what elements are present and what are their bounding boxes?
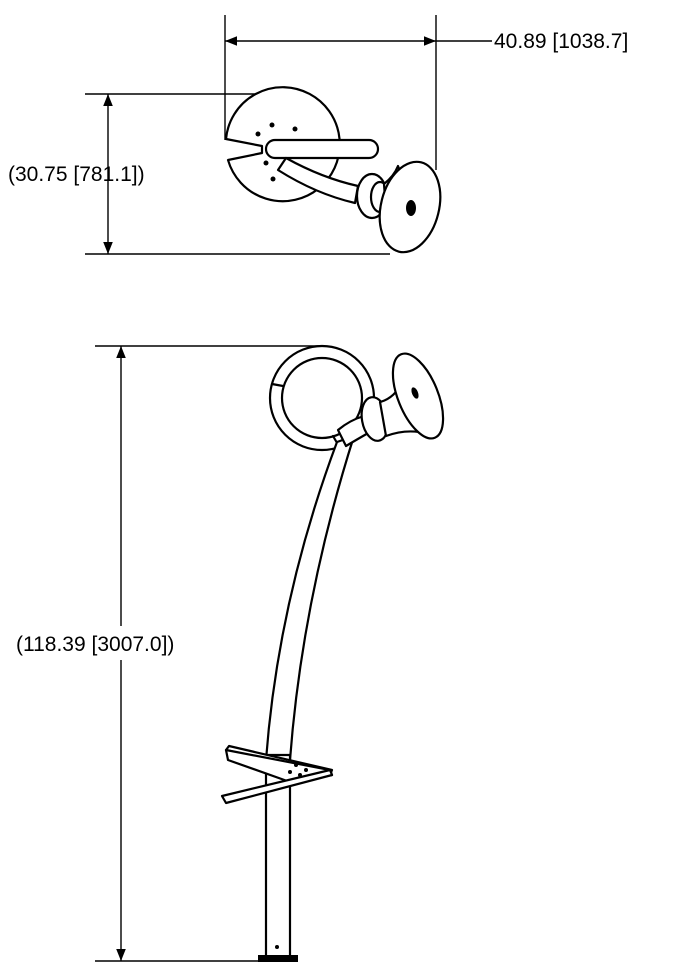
bolt-hole (255, 131, 261, 137)
bolt-hole (292, 126, 298, 132)
bolt-hole (288, 770, 292, 774)
handle-bar (264, 138, 380, 160)
anchor-hole (275, 945, 279, 949)
bolt-hole (270, 176, 276, 182)
arm-tube (276, 156, 360, 205)
width-dimension: 40.89 [1038.7] (224, 15, 628, 170)
bolt-hole (298, 773, 302, 777)
height-dimension: (118.39 [3007.0]) (14, 345, 320, 962)
bolt-hole (269, 122, 275, 128)
seat-wedge (220, 744, 334, 805)
height-dimension-label: (118.39 [3007.0]) (16, 633, 174, 656)
side-view: (118.39 [3007.0]) (14, 344, 445, 962)
depth-dimension-label: (30.75 [781.1]) (8, 163, 145, 186)
depth-dimension: (30.75 [781.1]) (8, 93, 390, 255)
bolt-hole (263, 160, 269, 166)
side-horn-opening (411, 387, 419, 399)
top-view: 40.89 [1038.7] (30.75 [781.1]) (8, 15, 628, 255)
bolt-hole (294, 763, 298, 767)
curved-post (264, 434, 356, 762)
bolt-hole (304, 768, 308, 772)
base-plate (258, 955, 298, 962)
horn-opening (406, 200, 416, 216)
width-dimension-label: 40.89 [1038.7] (494, 30, 628, 53)
